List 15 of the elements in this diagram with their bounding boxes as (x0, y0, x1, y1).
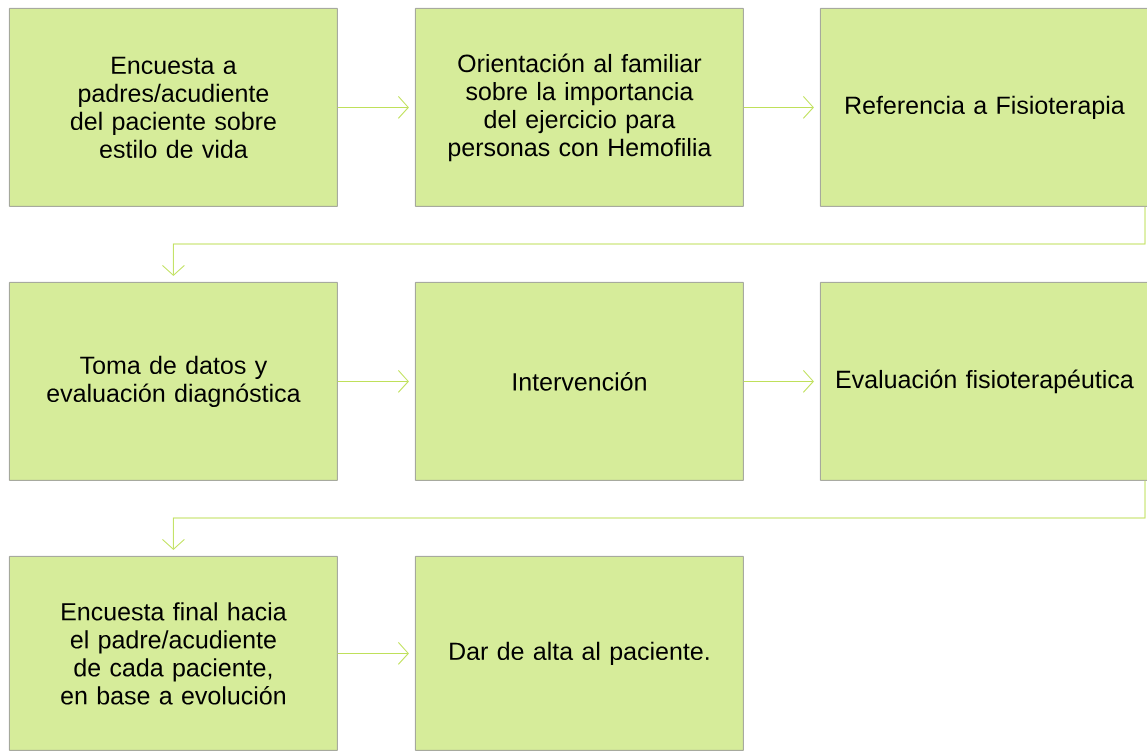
process-box: Toma de datos y evaluación diagnóstica (9, 282, 338, 481)
process-box: Evaluación fisioterapéutica (820, 282, 1147, 481)
process-box: Referencia a Fisioterapia (820, 8, 1147, 207)
arrow (743, 369, 814, 393)
process-box: Encuesta a padres/acudiente del paciente sobre estilo de vida (9, 8, 338, 207)
process-box: Intervención (415, 282, 744, 481)
arrow (337, 369, 409, 393)
arrow (161, 480, 1146, 550)
arrow (161, 206, 1146, 276)
arrow (337, 95, 409, 119)
arrow (337, 641, 409, 665)
process-box: Orientación al familiar sobre la importancia del ejercicio para personas con Hemofilia (415, 8, 744, 207)
process-box: Dar de alta al paciente. (415, 556, 744, 751)
process-box: Encuesta final hacia el padre/acudiente de cada paciente, en base a evolución (9, 556, 338, 751)
arrow (743, 95, 814, 119)
